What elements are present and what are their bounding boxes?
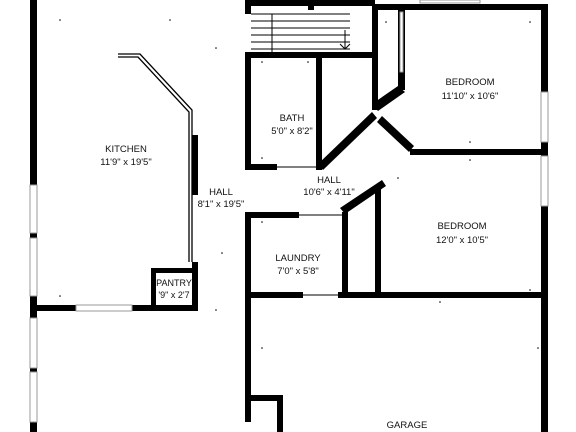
windows xyxy=(29,0,549,423)
door-openings xyxy=(277,166,379,296)
hall-left-dims: 8'1" x 19'5" xyxy=(198,199,245,210)
stairs xyxy=(251,13,351,52)
kitchen-dims: 11'9" x 19'5" xyxy=(100,157,151,168)
laundry-dims: 7'0" x 5'8" xyxy=(277,266,319,277)
walls xyxy=(30,0,548,432)
hall-mid-label: HALL xyxy=(317,175,341,186)
pantry-dims: '9" x 2'7 xyxy=(158,290,189,300)
hall-mid-dims: 10'6" x 4'11" xyxy=(303,187,354,198)
bath-dims: 5'0" x 8'2" xyxy=(271,126,313,137)
hall-left-label: HALL xyxy=(209,187,233,198)
pantry-label: PANTRY xyxy=(156,278,192,288)
bedroom2-dims: 12'0" x 10'5" xyxy=(436,235,488,246)
corner-marks xyxy=(59,19,539,349)
kitchen-counter xyxy=(118,53,193,262)
bedroom1-dims: 11'10" x 10'6" xyxy=(442,91,499,102)
angled-walls xyxy=(318,86,414,214)
kitchen-label: KITCHEN xyxy=(105,144,147,155)
bedroom1-label: BEDROOM xyxy=(445,77,494,88)
bedroom2-label: BEDROOM xyxy=(437,221,486,232)
room-labels: KITCHEN 11'9" x 19'5" HALL 8'1" x 19'5" … xyxy=(100,77,498,431)
laundry-label: LAUNDRY xyxy=(275,253,321,264)
garage-label: GARAGE xyxy=(387,420,428,431)
bath-label: BATH xyxy=(280,113,305,124)
